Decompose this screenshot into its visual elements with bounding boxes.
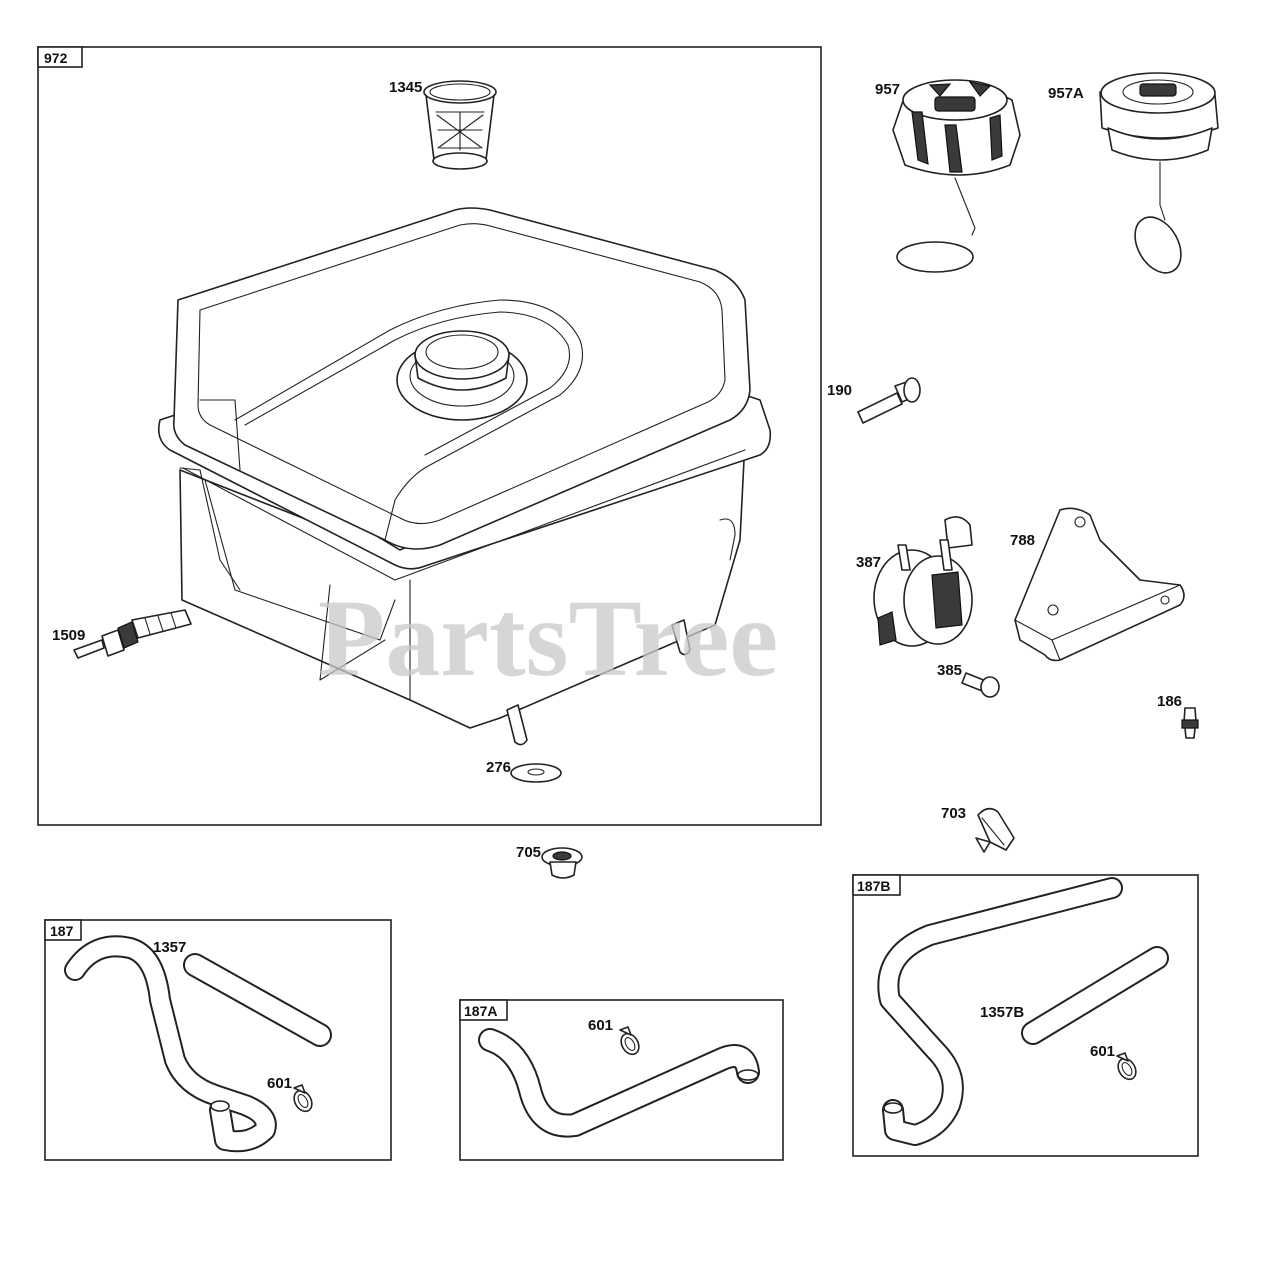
- hose-clamp-601a-part[interactable]: [291, 1084, 316, 1115]
- hose-1357b-part[interactable]: [1021, 946, 1169, 1045]
- fitting-186-part[interactable]: [1181, 707, 1199, 739]
- part-label-186[interactable]: 186: [1157, 693, 1182, 710]
- fuel-cap-957-part[interactable]: [892, 79, 1021, 273]
- box-label-187b[interactable]: 187B: [857, 878, 890, 894]
- fuel-tank-part[interactable]: [157, 207, 772, 746]
- frame-187: [44, 919, 392, 1161]
- part-label-190[interactable]: 190: [827, 382, 852, 399]
- part-label-957[interactable]: 957: [875, 81, 900, 98]
- fuel-pump-part[interactable]: [873, 516, 973, 647]
- nut-705-part[interactable]: [541, 847, 583, 879]
- hose-clamp-601b-part[interactable]: [618, 1026, 643, 1058]
- part-label-703[interactable]: 703: [941, 805, 966, 822]
- box-label-187a[interactable]: 187A: [464, 1003, 497, 1019]
- hose-clamp-601c-part[interactable]: [1115, 1052, 1140, 1083]
- part-label-957a[interactable]: 957A: [1048, 85, 1084, 102]
- box-label-972[interactable]: 972: [44, 50, 68, 66]
- fuel-hose-187b-part[interactable]: [877, 877, 1123, 1146]
- fuel-hose-187a-part[interactable]: [478, 1028, 760, 1138]
- fuel-hose-187-part[interactable]: [64, 935, 277, 1153]
- part-label-601-a[interactable]: 601: [267, 1075, 292, 1092]
- frame-187a: [459, 999, 784, 1161]
- bracket-788-part[interactable]: [1014, 507, 1185, 662]
- clip-703-part[interactable]: [975, 807, 1015, 853]
- part-label-387[interactable]: 387: [856, 554, 881, 571]
- part-label-1357[interactable]: 1357: [153, 939, 186, 956]
- washer-part[interactable]: [510, 763, 562, 783]
- frame-187b: [852, 874, 1199, 1157]
- part-label-1509[interactable]: 1509: [52, 627, 85, 644]
- hose-1357-part[interactable]: [183, 953, 332, 1047]
- fuel-strainer-part[interactable]: [423, 80, 497, 170]
- part-label-1345[interactable]: 1345: [389, 79, 422, 96]
- fuel-cap-957a-part[interactable]: [1099, 72, 1219, 281]
- part-label-1357b[interactable]: 1357B: [980, 1004, 1024, 1021]
- bolt-385-part[interactable]: [961, 672, 1000, 698]
- part-label-601-c[interactable]: 601: [1090, 1043, 1115, 1060]
- part-label-276[interactable]: 276: [486, 759, 511, 776]
- frame-972: [37, 46, 822, 826]
- bolt-190-part[interactable]: [857, 377, 921, 424]
- part-label-788[interactable]: 788: [1010, 532, 1035, 549]
- part-label-705[interactable]: 705: [516, 844, 541, 861]
- fuel-valve-part[interactable]: [73, 609, 192, 659]
- part-label-385[interactable]: 385: [937, 662, 962, 679]
- box-label-187[interactable]: 187: [50, 923, 74, 939]
- part-label-601-b[interactable]: 601: [588, 1017, 613, 1034]
- watermark: PartsTree: [318, 577, 778, 699]
